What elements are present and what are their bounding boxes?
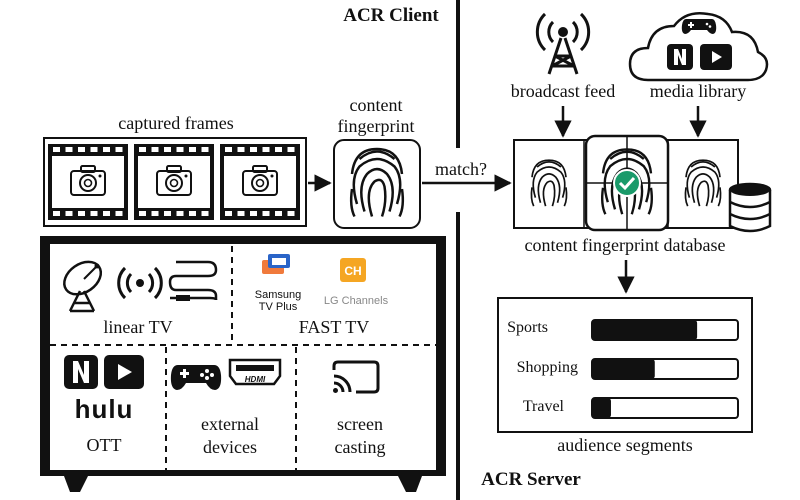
- film-sprocket-hole: [90, 147, 98, 152]
- gamepad-icon: [170, 365, 222, 390]
- film-sprocket-hole: [262, 211, 270, 216]
- lg-ch-badge-text: CH: [344, 264, 361, 278]
- film-sprocket-hole: [151, 147, 159, 152]
- screen-casting-label-line1: screen: [337, 414, 383, 434]
- film-sprocket-hole: [53, 147, 60, 152]
- fingerprint-database-label: content fingerprint database: [524, 235, 726, 255]
- film-sprocket-hole: [139, 211, 146, 216]
- film-sprocket-hole: [65, 147, 73, 152]
- segment-bar-track-travel: [591, 397, 739, 419]
- film-sprocket-hole: [262, 147, 270, 152]
- captured-frames-label: captured frames: [118, 113, 234, 133]
- cast-icon: [332, 360, 380, 394]
- hdmi-icon: HDMI: [228, 358, 282, 386]
- cable-icon: [168, 260, 218, 301]
- segment-bar-fill-travel: [592, 398, 611, 418]
- youtube-play-icon: [104, 355, 144, 389]
- segment-label-shopping: Shopping: [516, 359, 578, 376]
- content-fingerprint-box: [333, 139, 421, 229]
- segment-label-travel: Travel: [522, 398, 564, 415]
- film-sprocket-hole: [189, 147, 196, 152]
- film-sprocket-hole: [164, 147, 171, 152]
- film-sprocket-hole: [139, 147, 146, 152]
- segment-bar-fill-sports: [592, 320, 698, 340]
- youtube-play-icon: [700, 44, 732, 70]
- film-sprocket-hole: [78, 147, 85, 152]
- screen-casting-label-line2: casting: [334, 437, 386, 457]
- acr-client-title: ACR Client: [343, 5, 439, 26]
- film-sprocket-hole: [189, 211, 196, 216]
- film-sprocket-hole: [237, 147, 245, 152]
- external-devices-label-line2: devices: [203, 437, 257, 457]
- film-sprocket-hole: [225, 147, 232, 152]
- gamepad-icon: [681, 19, 717, 34]
- film-sprocket-hole: [275, 147, 282, 152]
- netflix-icon: [667, 44, 693, 70]
- match-check-icon: [613, 169, 641, 197]
- content-fingerprint-label-line1: content: [349, 95, 403, 115]
- film-sprocket-hole: [53, 211, 60, 216]
- film-sprocket-hole: [103, 147, 110, 152]
- film-sprocket-hole: [176, 147, 184, 152]
- film-sprocket-hole: [201, 211, 209, 216]
- film-sprocket-hole: [225, 211, 232, 216]
- linear-tv-label: linear TV: [103, 317, 173, 337]
- samsung-tv-plus-icon: [262, 254, 290, 274]
- film-sprocket-hole: [201, 147, 209, 152]
- captured-frames-filmstrip: [43, 137, 307, 227]
- media-library-cloud-icon: [628, 12, 769, 82]
- broadcast-feed-label: broadcast feed: [510, 81, 616, 101]
- broadcast-tower-icon: [535, 12, 591, 75]
- content-fingerprint-label-line2: fingerprint: [337, 116, 415, 136]
- film-sprocket-hole: [115, 147, 123, 152]
- database-cylinder-icon: [728, 182, 772, 233]
- hdmi-label: HDMI: [245, 375, 266, 384]
- match-label: match?: [435, 159, 487, 179]
- film-sprocket-hole: [287, 211, 295, 216]
- film-sprocket-hole: [65, 211, 73, 216]
- external-devices-label-line1: external: [201, 414, 259, 434]
- wireless-signal-icon: [117, 266, 163, 300]
- audience-segments-label: audience segments: [557, 435, 693, 455]
- lg-channels-icon: CH: [340, 258, 366, 282]
- media-library-label: media library: [649, 81, 747, 101]
- film-sprocket-hole: [78, 211, 85, 216]
- hulu-logo: hulu: [74, 394, 134, 424]
- film-sprocket-hole: [151, 211, 159, 216]
- film-sprocket-hole: [287, 147, 295, 152]
- film-sprocket-hole: [250, 147, 257, 152]
- segment-label-sports: Sports: [507, 319, 548, 336]
- samsung-label-line1: Samsung: [254, 289, 302, 301]
- lg-channels-label: LG Channels: [323, 295, 389, 307]
- film-sprocket-hole: [90, 211, 98, 216]
- film-sprocket-hole: [115, 211, 123, 216]
- segment-bar-fill-shopping: [592, 359, 655, 379]
- samsung-label-line2: TV Plus: [258, 301, 298, 313]
- film-sprocket-hole: [250, 211, 257, 216]
- fingerprint-database: [513, 134, 772, 233]
- film-sprocket-hole: [164, 211, 171, 216]
- ott-label: OTT: [86, 435, 122, 455]
- fast-tv-label: FAST TV: [298, 317, 370, 337]
- film-sprocket-hole: [237, 211, 245, 216]
- film-sprocket-hole: [176, 211, 184, 216]
- acr-server-title: ACR Server: [481, 469, 581, 490]
- netflix-icon: [64, 355, 98, 389]
- satellite-dish-icon: [63, 260, 103, 313]
- film-sprocket-hole: [103, 211, 110, 216]
- film-sprocket-hole: [275, 211, 282, 216]
